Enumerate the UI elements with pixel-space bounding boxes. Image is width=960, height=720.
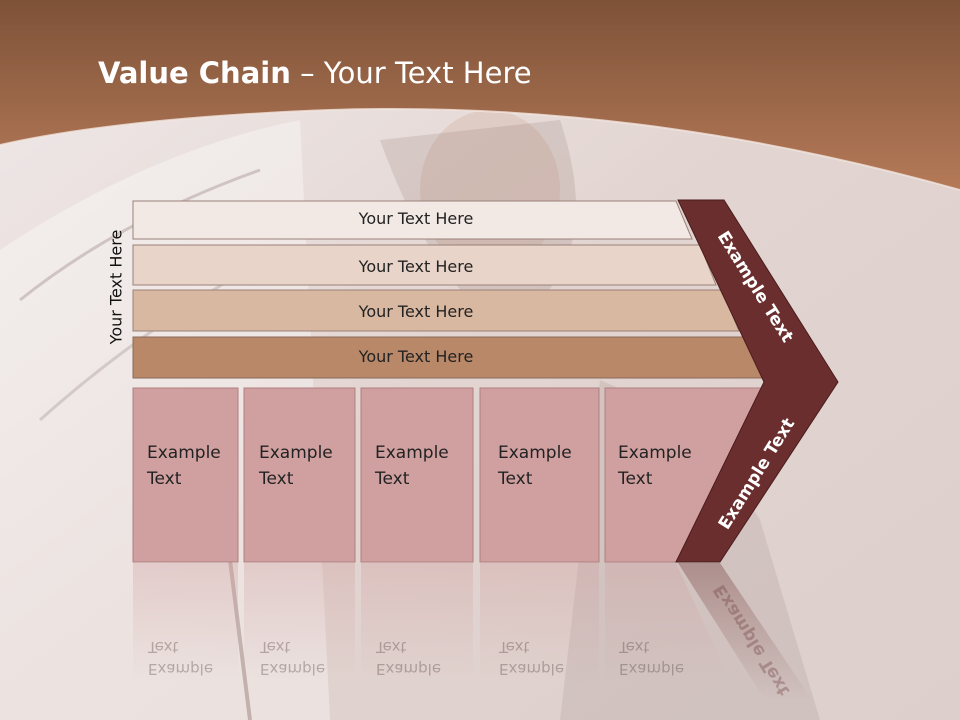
support-bar-1-label: Your Text Here bbox=[358, 209, 474, 228]
primary-cell-1 bbox=[132, 387, 239, 563]
support-bar-1 bbox=[132, 200, 693, 240]
title-rest: – Your Text Here bbox=[290, 56, 532, 90]
support-bar-2 bbox=[132, 244, 717, 286]
support-bar-4-label: Your Text Here bbox=[358, 347, 474, 366]
title-bold: Value Chain bbox=[98, 56, 291, 90]
support-bar-3-label: Your Text Here bbox=[358, 302, 474, 321]
primary-cell-2 bbox=[243, 387, 356, 563]
support-bar-2-label: Your Text Here bbox=[358, 257, 474, 276]
primary-cell-4 bbox=[479, 387, 600, 563]
support-bar-3 bbox=[132, 289, 740, 332]
margin-chevron bbox=[675, 199, 839, 563]
primary-cell-3 bbox=[360, 387, 474, 563]
slide-title: Value Chain – Your Text Here bbox=[98, 56, 532, 90]
